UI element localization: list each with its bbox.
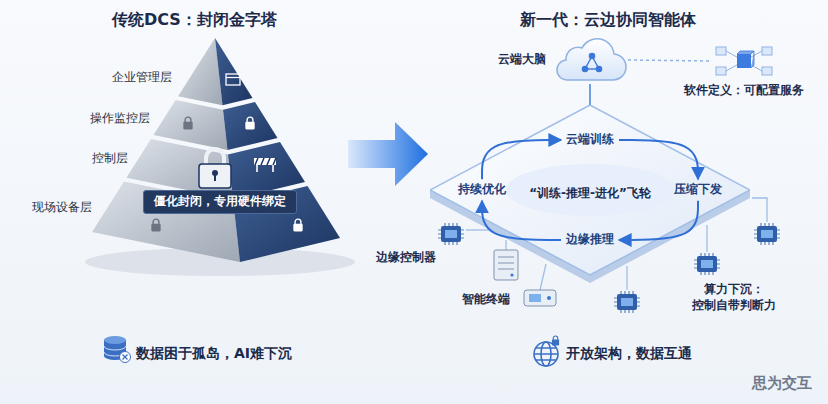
lock-icon bbox=[183, 117, 192, 129]
pyramid-face bbox=[223, 102, 278, 150]
benefit-note: 开放架构，数据互通 bbox=[566, 344, 692, 362]
cycle-step: 持续优化 bbox=[455, 181, 509, 199]
flow-connector bbox=[628, 60, 712, 61]
transition-arrow bbox=[348, 122, 428, 186]
device-label: 智能终端 bbox=[462, 292, 510, 308]
cloud-shape bbox=[552, 36, 628, 84]
window-icon bbox=[226, 74, 240, 85]
globe-icon bbox=[534, 342, 558, 366]
cycle-step: 压缩下发 bbox=[671, 181, 725, 199]
node-text: 持续优化 bbox=[458, 182, 506, 198]
node-text: 压缩下发 bbox=[674, 182, 722, 198]
lock-icon bbox=[151, 219, 160, 231]
cycle-step: 云端训练 bbox=[563, 131, 617, 149]
pyramid-face bbox=[178, 38, 222, 105]
node-text: 边缘推理 bbox=[566, 232, 614, 248]
controller-icon bbox=[494, 250, 518, 280]
chip-icon bbox=[614, 291, 640, 313]
problem-note: 数据困于孤岛，AI难下沉 bbox=[136, 344, 292, 362]
layer-label: 现场设备层 bbox=[32, 200, 92, 216]
flow-connector bbox=[589, 84, 591, 105]
layer-label: 企业管理层 bbox=[112, 70, 172, 86]
chip-icon bbox=[754, 223, 780, 245]
barrier-icon bbox=[254, 158, 276, 172]
database-icon bbox=[104, 336, 131, 363]
panel-title: 传统DCS：封闭金字塔 bbox=[112, 10, 277, 31]
node-text: “训练-推理-进化”飞轮 bbox=[529, 186, 651, 202]
chip-icon bbox=[438, 223, 464, 245]
big-lock bbox=[199, 149, 231, 188]
pyramid-face bbox=[215, 38, 253, 105]
layer-label: 操作监控层 bbox=[90, 111, 150, 127]
node-text: 软件定义：可配置服务 bbox=[684, 83, 804, 99]
device-label: 边缘控制器 bbox=[376, 250, 436, 266]
device-label: 算力下沉： 控制自带判断力 bbox=[690, 282, 779, 313]
lock-icon bbox=[245, 117, 254, 129]
lock-icon bbox=[293, 219, 302, 231]
node-text: 僵化封闭，专用硬件绑定 bbox=[154, 194, 286, 210]
chip-icon bbox=[694, 253, 720, 275]
cloud-brain: 云端大脑 bbox=[552, 36, 628, 84]
cycle-step: 边缘推理 bbox=[563, 231, 617, 249]
lock-icon bbox=[552, 336, 559, 345]
flywheel-platform: “训练-推理-进化”飞轮云端训练压缩下发边缘推理 持续优化 bbox=[430, 105, 750, 283]
service-blocks: 软件定义：可配置服务 bbox=[712, 44, 776, 78]
watermark: 思为交互 bbox=[752, 374, 812, 394]
panel-title: 新一代：云边协同智能体 bbox=[520, 10, 696, 31]
window-icon bbox=[226, 77, 240, 78]
layer-label: 控制层 bbox=[92, 151, 128, 167]
node-text: 云端训练 bbox=[566, 132, 614, 148]
service-icon bbox=[712, 44, 776, 78]
node-text: 云端大脑 bbox=[498, 52, 546, 68]
terminal-icon bbox=[524, 290, 556, 306]
pyramid bbox=[92, 38, 340, 262]
sealed-banner: 僵化封闭，专用硬件绑定 bbox=[143, 190, 297, 214]
